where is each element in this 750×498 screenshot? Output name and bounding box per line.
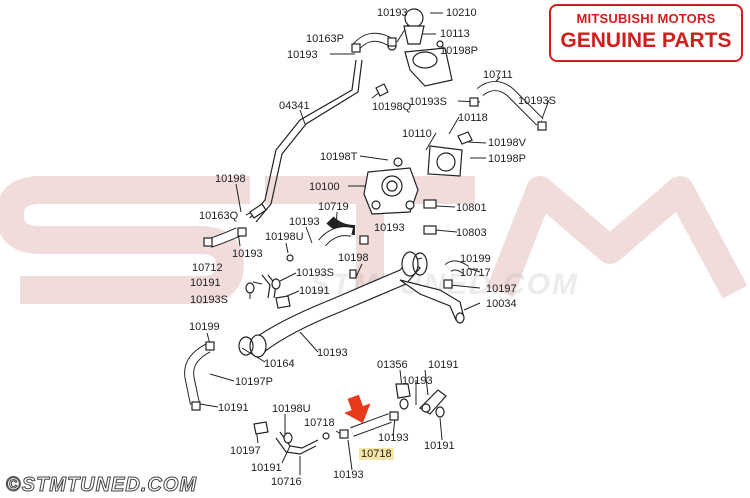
label-10193: 10712 — [192, 262, 223, 274]
highlight-arrow — [344, 394, 371, 424]
brand-line-1: MITSUBISHI MOTORS — [576, 11, 716, 26]
label-10193: 10191 — [218, 402, 249, 414]
label-10210: 10210 — [446, 7, 477, 19]
label-10193: 10193 — [374, 222, 405, 234]
label-10801: 10801 — [456, 202, 487, 214]
label-10719: 10719 — [318, 201, 349, 213]
label-10193: 10193 — [333, 469, 364, 481]
label-10198p: 10198P — [440, 45, 478, 57]
label-10191: 10198U — [272, 403, 311, 415]
label-10198v: 10198V — [488, 137, 526, 149]
label-10191: 10193S — [190, 294, 228, 306]
label-10199: 10199 — [460, 253, 491, 265]
label-10198: 10198 — [338, 252, 369, 264]
label-10198p: 10198P — [488, 153, 526, 165]
label-10193: 10193 — [378, 432, 409, 444]
label-10198u: 10198U — [265, 231, 304, 243]
genuine-parts-badge: MITSUBISHI MOTORS GENUINE PARTS — [549, 4, 743, 62]
label-10803: 10803 — [456, 227, 487, 239]
label-10193s: 10034 — [486, 298, 517, 310]
footer-site: STMTUNED.COM — [21, 474, 198, 497]
label-10718: 10718 — [359, 448, 394, 460]
label-10193: 10193 — [377, 7, 408, 19]
label-10163q: 10163Q — [199, 210, 239, 222]
label-10197: 10191 — [299, 285, 330, 297]
label-10163p: 10163P — [306, 33, 344, 45]
label-10100: 10100 — [309, 181, 340, 193]
footer-watermark: ©STMTUNED.COM — [6, 474, 197, 497]
label-10199: 10164 — [264, 358, 295, 370]
label-10197: 10197 — [230, 445, 261, 457]
label-10198: 10198 — [215, 173, 246, 185]
label-10193: 10193 — [287, 49, 318, 61]
label-10711: 10711 — [483, 69, 513, 81]
label-10191: 10191 — [424, 440, 455, 452]
label-10110: 10110 — [402, 128, 432, 140]
label-04341: 04341 — [279, 100, 310, 112]
label-10198q: 10198Q — [372, 101, 412, 113]
label-01356: 10191 — [428, 359, 459, 371]
label-10193s: 10193S — [409, 96, 447, 108]
label-10717: 10191 — [190, 277, 221, 289]
label-10191: 10193S — [296, 267, 334, 279]
label-10193: 10193 — [289, 216, 320, 228]
label-10193s: 10197 — [486, 283, 517, 295]
label-10113: 10113 — [440, 28, 470, 40]
label-10034: 10193 — [317, 347, 348, 359]
label-10712: 10717 — [460, 267, 491, 279]
label-10193: 10193 — [232, 248, 263, 260]
label-10118: 10118 — [458, 112, 488, 124]
copyright-symbol: © — [6, 474, 22, 497]
label-10191: 10193 — [402, 375, 433, 387]
highlighted-part-label: 10718 — [359, 448, 394, 460]
label-10191: 10191 — [251, 462, 282, 474]
label-10193s: 10193S — [518, 95, 556, 107]
label-10164: 10197P — [235, 376, 273, 388]
label-10193: 10199 — [189, 321, 220, 333]
label-10198u: 10718 — [304, 417, 335, 429]
brand-line-2: GENUINE PARTS — [560, 29, 732, 52]
label-10198t: 10198T — [320, 151, 358, 163]
label-10197p: 01356 — [377, 359, 408, 371]
label-10716: 10716 — [271, 476, 302, 488]
